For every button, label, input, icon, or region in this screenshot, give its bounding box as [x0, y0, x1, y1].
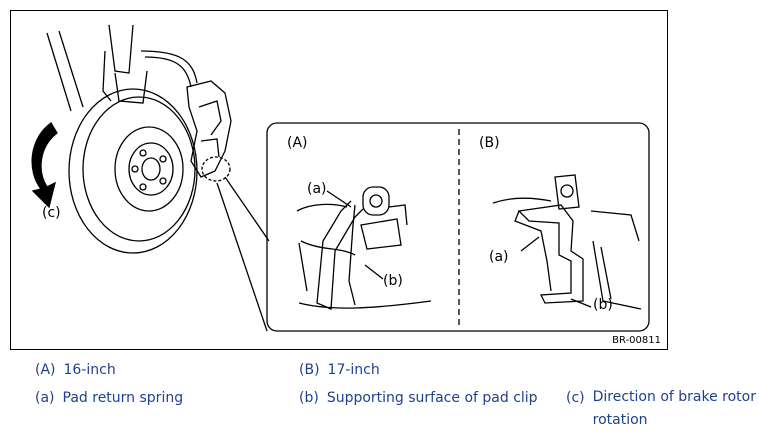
- caliper-detail: [198, 100, 222, 136]
- label-a-panel-a: (a): [307, 181, 327, 197]
- knuckle: [114, 70, 148, 104]
- legend-text-b: Supporting surface of pad clip: [326, 390, 538, 406]
- label-panel-b: (B): [479, 135, 500, 151]
- label-b-panel-a: (b): [383, 273, 403, 289]
- panel-b-spring: [514, 210, 552, 292]
- zoom-line: [224, 176, 270, 242]
- hub-outer: [128, 142, 174, 196]
- legend-item-b: (b) Supporting surface of pad clip: [299, 390, 538, 406]
- lug-nut: [159, 177, 167, 185]
- strut-body: [102, 50, 112, 102]
- brake-illustration: [31, 24, 650, 332]
- figure-id: BR-00811: [612, 335, 661, 346]
- legend-item-B: (B) 17-inch: [299, 362, 380, 378]
- lug-nut: [131, 165, 139, 173]
- label-b-panel-b: (b): [593, 297, 613, 313]
- label-c-arrow: (c): [42, 205, 61, 221]
- zoom-line: [216, 182, 268, 332]
- legend-key-a: (a): [35, 390, 55, 406]
- panel-a-leader: [364, 264, 384, 280]
- label-a-panel-b: (a): [489, 249, 509, 265]
- label-panel-a: (A): [287, 135, 308, 151]
- panel-a-rotor: [298, 300, 432, 309]
- panel-a-clip: [362, 186, 390, 216]
- detail-box: [266, 122, 650, 332]
- panel-a-clip-body: [360, 218, 402, 250]
- panel-a-spring: [316, 200, 364, 310]
- lug-nut: [139, 183, 147, 191]
- legend-item-c: (c) Direction of brake rotor rotation: [566, 389, 759, 432]
- panel-a-bracket: [388, 204, 408, 226]
- strut-body: [108, 24, 134, 74]
- legend-item-A: (A) 16-inch: [35, 362, 116, 378]
- brake-hose: [140, 50, 198, 84]
- legend-text-A: 16-inch: [63, 362, 116, 378]
- panel-b-pad: [492, 197, 552, 204]
- panel-a-pad: [296, 203, 348, 212]
- caliper-detail: [200, 138, 220, 158]
- panel-b-rotor: [592, 240, 642, 310]
- panel-a-rotor: [298, 242, 308, 292]
- strut-line: [58, 30, 84, 108]
- legend-key-A: (A): [35, 362, 56, 378]
- legend-text-B: 17-inch: [327, 362, 380, 378]
- strut-line: [46, 32, 72, 112]
- figure-frame: (c) (A) (B) (a) (b) (a) (b) BR-00811: [10, 10, 668, 350]
- panel-b-leader: [570, 298, 592, 308]
- panel-b-spring: [517, 204, 584, 304]
- legend-item-a: (a) Pad return spring: [35, 390, 183, 406]
- legend-key-B: (B): [299, 362, 320, 378]
- brake-hose: [144, 56, 192, 88]
- panel-b-clip-hole: [560, 184, 574, 198]
- legend-key-c: (c): [566, 390, 585, 406]
- rotor-inner: [114, 126, 184, 212]
- rotor-rim: [82, 96, 196, 242]
- panel-b-leader: [520, 236, 540, 252]
- legend-text-a: Pad return spring: [62, 390, 184, 406]
- panel-b-rotor: [590, 210, 640, 242]
- zoom-circle: [201, 156, 231, 182]
- panel-a-clip-hole: [369, 194, 383, 208]
- hub-center: [141, 157, 161, 181]
- lug-nut: [139, 149, 147, 157]
- legend-key-b: (b): [299, 390, 319, 406]
- legend-text-c: Direction of brake rotor rotation: [592, 389, 756, 428]
- caliper: [186, 80, 232, 178]
- panel-a-leader: [326, 190, 352, 208]
- panel-b-rotor: [600, 246, 612, 300]
- panel-b-clip: [554, 174, 580, 210]
- panel-a-rotor: [300, 240, 356, 256]
- lug-nut: [159, 155, 167, 163]
- rotation-arrow: [31, 122, 58, 209]
